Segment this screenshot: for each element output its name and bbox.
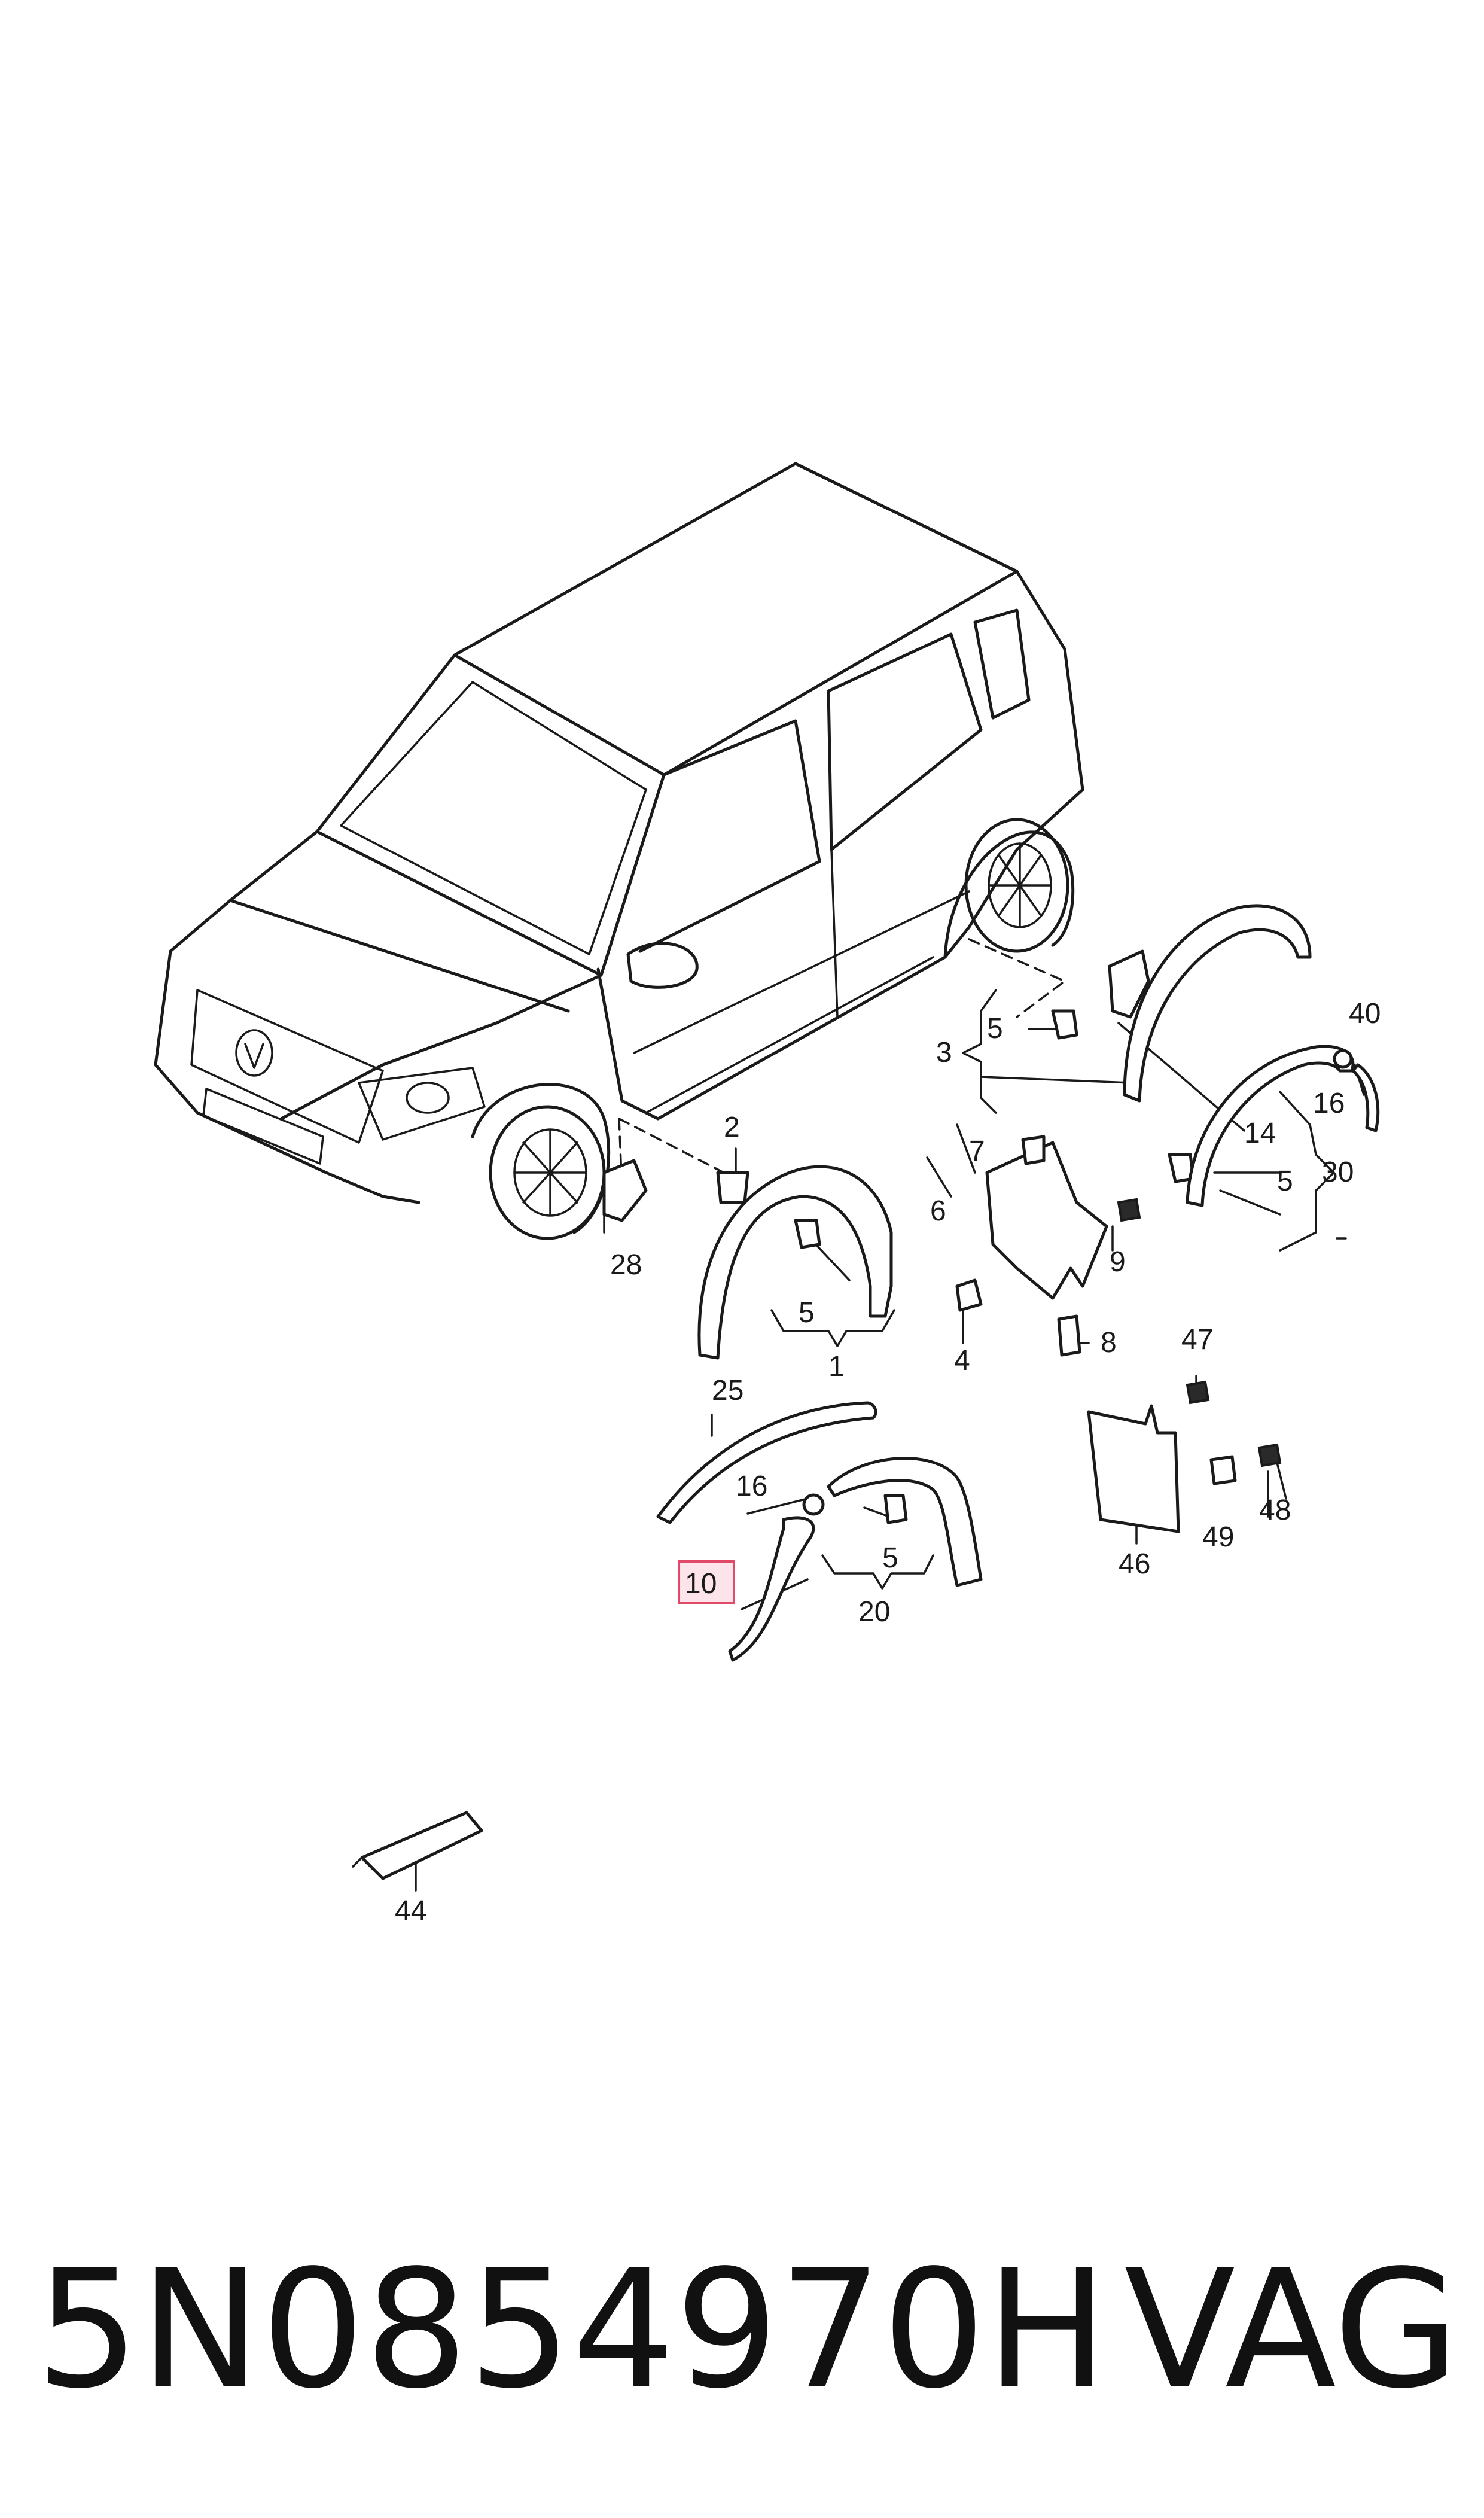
callout-3: 3	[936, 1037, 952, 1068]
callout-46: 46	[1119, 1548, 1150, 1580]
part-44-adhesive-tube	[360, 1811, 483, 1880]
part-28-bracket	[602, 1159, 648, 1222]
part-48-screw	[1257, 1443, 1282, 1467]
callout-6: 6	[930, 1195, 946, 1227]
part-20-front-arch-lower	[827, 1457, 983, 1587]
grouping-brackets	[770, 989, 1335, 1590]
caption-bar: 5N0854970H VAG	[36, 2231, 1459, 2429]
callout-9: 9	[1110, 1246, 1126, 1278]
callout-10: 10	[685, 1568, 717, 1600]
callout-49: 49	[1202, 1521, 1234, 1553]
callout-16a: 16	[1313, 1088, 1345, 1119]
leader-lines	[415, 938, 1365, 1892]
callout-5d: 5	[882, 1542, 898, 1574]
part-5-clip-b	[1051, 1009, 1078, 1040]
part-8-nut	[1057, 1314, 1081, 1357]
callout-14: 14	[1244, 1118, 1276, 1149]
part-40-end-piece	[1351, 1063, 1380, 1132]
callout-28: 28	[610, 1249, 642, 1281]
part-10-extension-trim	[728, 1516, 815, 1662]
part-49-nut	[1209, 1455, 1237, 1485]
callout-4: 4	[954, 1345, 970, 1377]
callout-5a: 5	[799, 1297, 815, 1329]
callout-8: 8	[1101, 1327, 1117, 1359]
part-25-sealing-strip	[656, 1401, 877, 1524]
part-2-expansion-nut	[716, 1171, 749, 1204]
callout-47: 47	[1181, 1324, 1213, 1356]
brand-name: VAG	[1124, 2236, 1459, 2425]
part-3-bracket	[1108, 949, 1150, 1019]
part-7-clip	[1021, 1135, 1046, 1165]
callout-48: 48	[1259, 1494, 1291, 1526]
callout-7: 7	[969, 1135, 985, 1167]
callout-40: 40	[1349, 998, 1381, 1030]
part-9-screw	[1117, 1198, 1141, 1222]
callout-16b: 16	[736, 1470, 767, 1502]
part-4-plug	[955, 1278, 983, 1312]
part-16-clip-b	[802, 1493, 825, 1516]
part-number: 5N0854970H	[36, 2236, 1108, 2425]
callout-20: 20	[858, 1596, 890, 1628]
part-16-clip-a	[1333, 1049, 1353, 1069]
part-47-screw	[1186, 1380, 1210, 1405]
part-14-rear-arch-trim	[1123, 904, 1312, 1103]
callout-2: 2	[724, 1112, 740, 1143]
callout-labels: 10 1 2 3 4 5 5 5 5 6 7 8 9 14 16 16 20 2…	[395, 998, 1381, 1927]
part-5-clip-a	[794, 1219, 821, 1249]
part-1-front-arch-trim	[697, 1165, 893, 1360]
callout-25: 25	[712, 1375, 743, 1406]
part-5-clip-d	[883, 1494, 908, 1524]
callout-1: 1	[828, 1351, 845, 1383]
part-6-mudguard-bracket	[985, 1141, 1108, 1300]
callout-5b: 5	[987, 1013, 1003, 1045]
callout-30: 30	[1322, 1156, 1354, 1188]
callout-5c: 5	[1277, 1165, 1293, 1197]
part-46-mudflap	[1087, 1404, 1180, 1533]
vehicle-outline	[154, 462, 1084, 1240]
highlight-box-10	[678, 1560, 735, 1604]
callout-44: 44	[395, 1895, 426, 1927]
